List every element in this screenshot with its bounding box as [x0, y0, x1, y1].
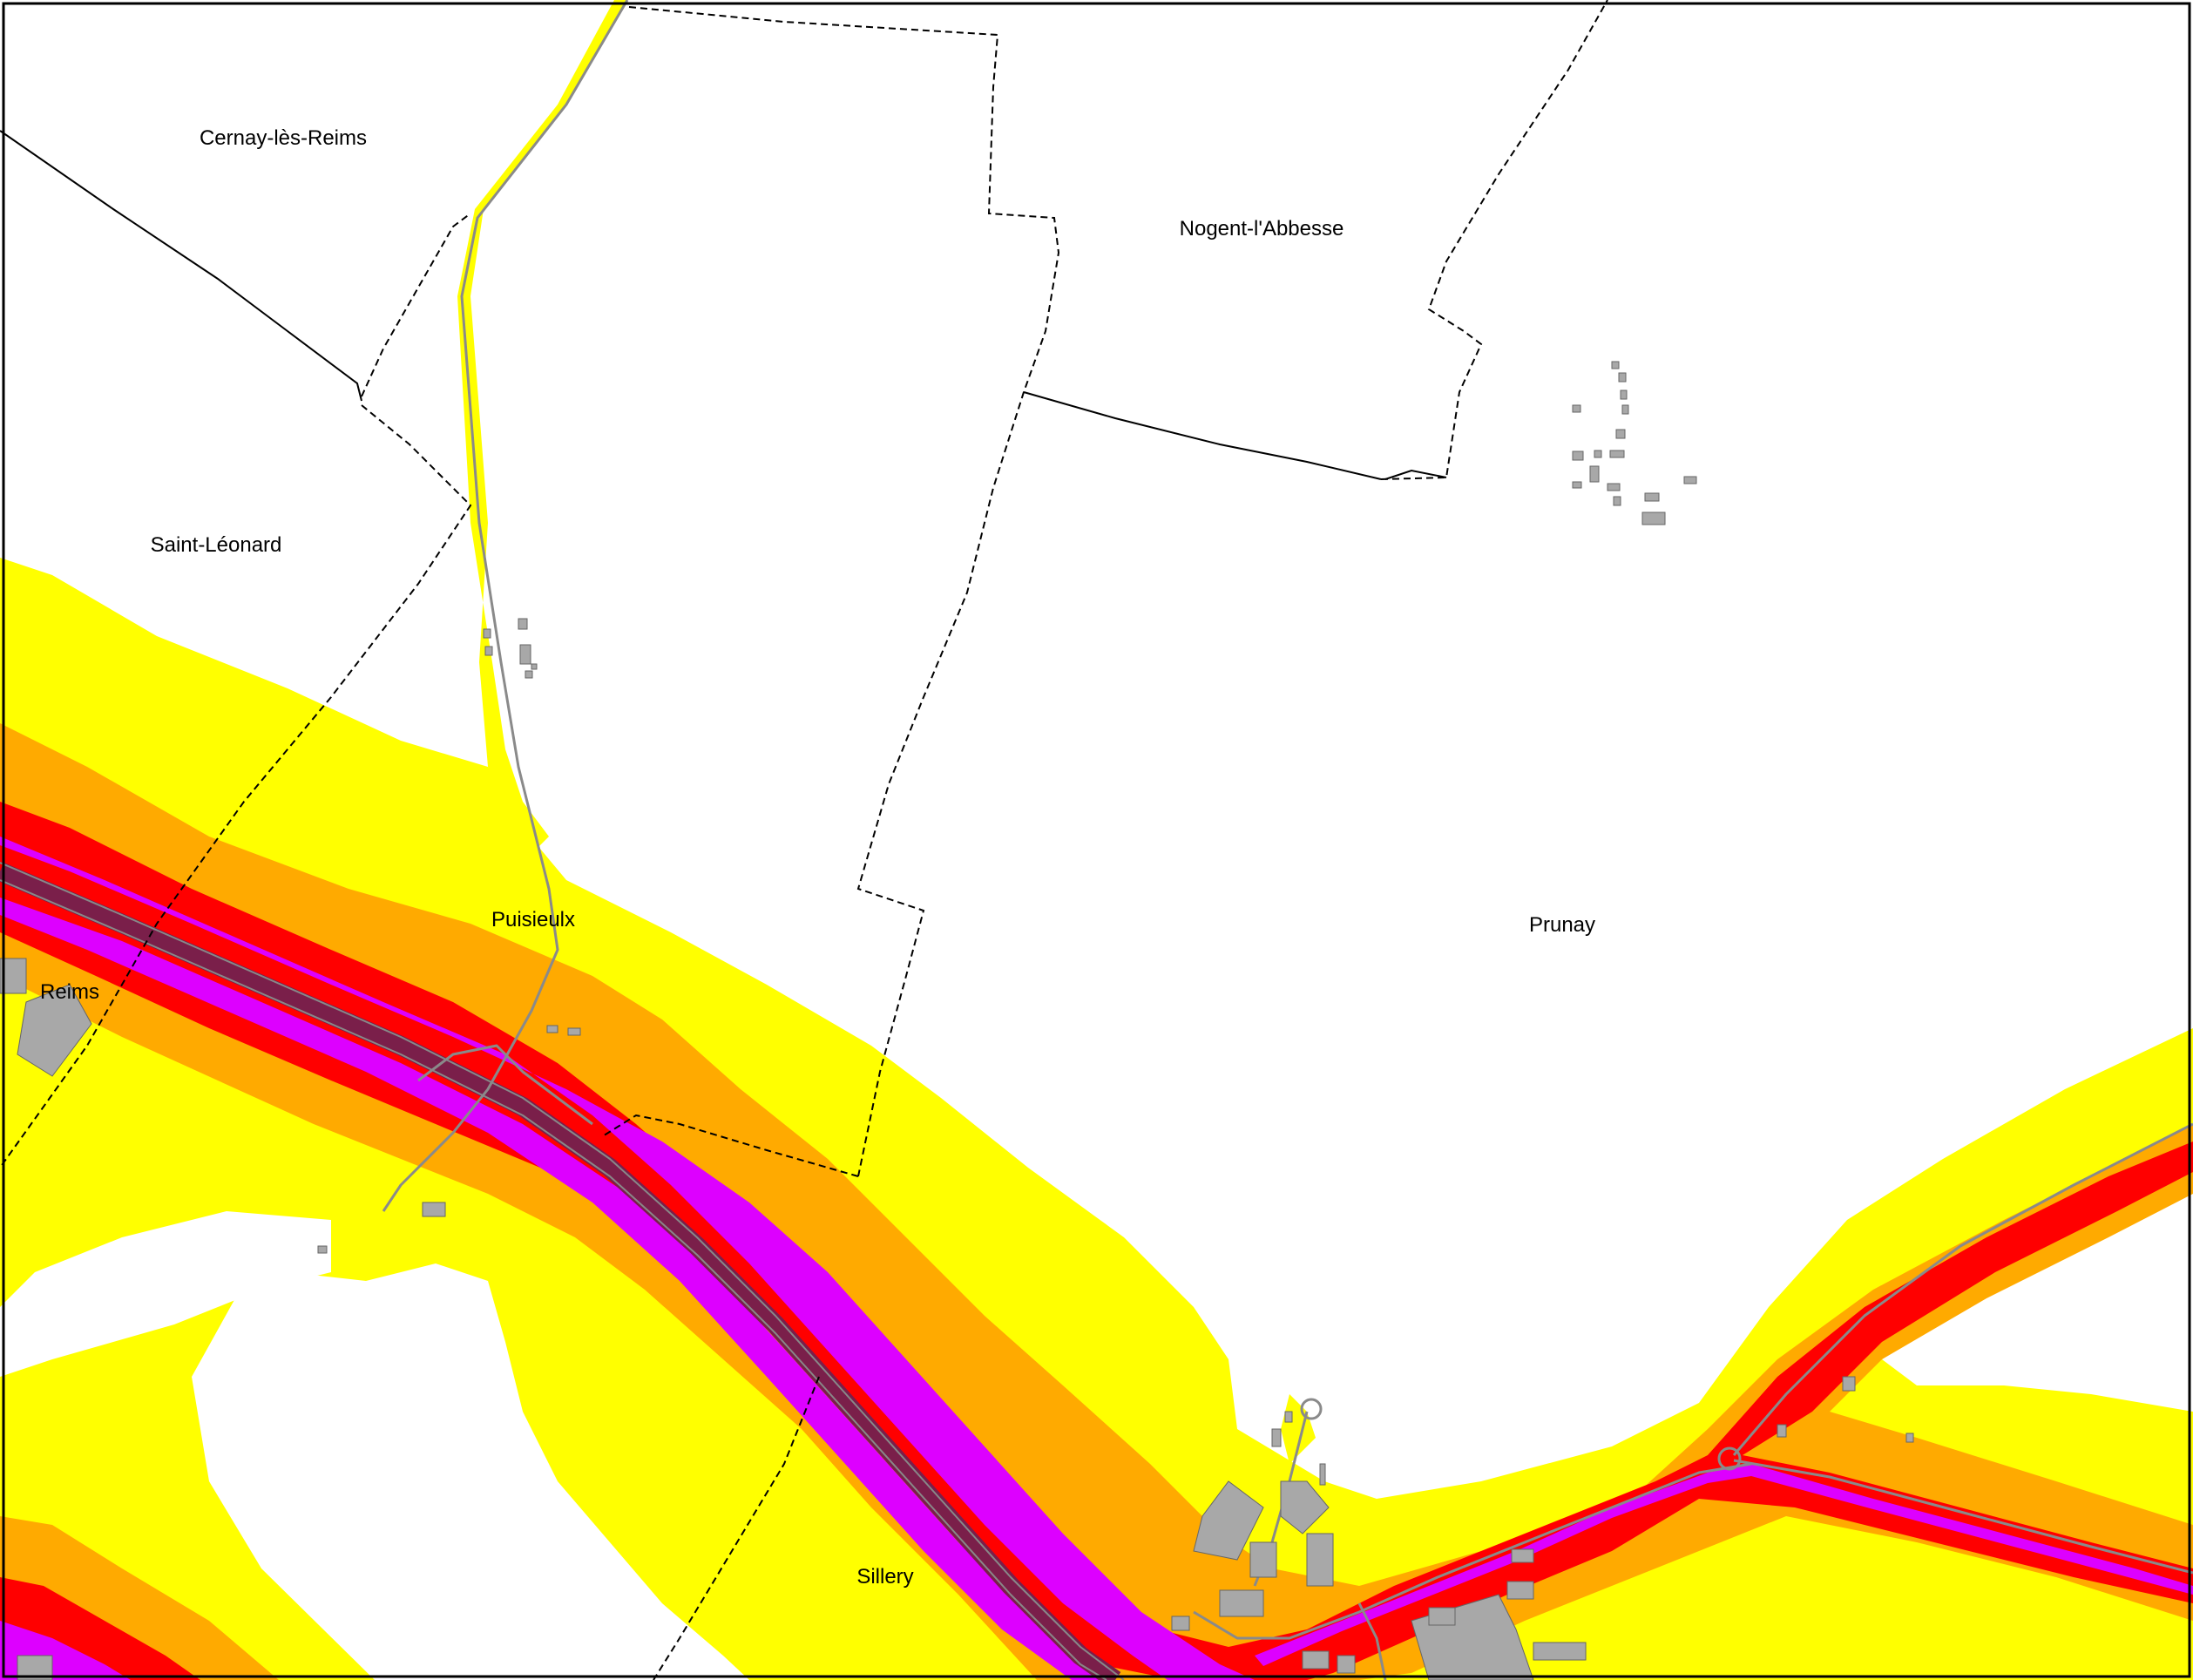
- boundary-line: [600, 1114, 859, 1177]
- building: [1572, 481, 1582, 489]
- building: [518, 618, 528, 630]
- building: [525, 670, 533, 679]
- commune-label-sillery: Sillery: [856, 1565, 913, 1589]
- building: [1533, 1642, 1587, 1661]
- boundary-line: [653, 1376, 820, 1680]
- building: [1777, 1424, 1787, 1438]
- building: [1594, 450, 1602, 458]
- boundary-line: [361, 213, 471, 397]
- building: [1641, 511, 1666, 525]
- building: [1618, 372, 1627, 383]
- commune-label-nogent: Nogent-l'Abbesse: [1180, 217, 1344, 240]
- building: [1302, 1650, 1330, 1670]
- building: [1621, 404, 1629, 415]
- building: [1620, 390, 1628, 400]
- building: [1572, 404, 1581, 413]
- building: [519, 644, 531, 665]
- building: [1572, 450, 1584, 461]
- boundary-line: [1380, 0, 1608, 480]
- building: [1611, 361, 1620, 369]
- motorway: [0, 862, 1125, 1680]
- building: [317, 1245, 328, 1254]
- building: [1337, 1655, 1356, 1674]
- commune-boundaries-dashed: [0, 0, 1608, 1680]
- commune-boundaries: [0, 130, 1447, 480]
- roundabouts: [1300, 1398, 1742, 1471]
- building: [1271, 1428, 1282, 1447]
- building: [1607, 483, 1621, 491]
- building: [531, 663, 538, 670]
- building: [1280, 1480, 1330, 1534]
- commune-label-saint-leonard: Saint-Léonard: [151, 533, 282, 557]
- boundary-line: [1023, 391, 1382, 480]
- commune-label-cernay: Cernay-lès-Reims: [200, 126, 367, 150]
- building: [567, 1027, 581, 1036]
- boundary-line: [1384, 469, 1447, 480]
- building: [484, 646, 493, 656]
- building: [1284, 1411, 1293, 1423]
- building: [1319, 1463, 1326, 1486]
- building: [1683, 476, 1697, 484]
- building: [17, 984, 92, 1077]
- building: [1615, 429, 1626, 439]
- building: [1428, 1607, 1456, 1626]
- commune-label-puisieulx: Puisieulx: [491, 908, 575, 931]
- roads: [382, 0, 2193, 1680]
- commune-labels: Cernay-lès-Reims Nogent-l'Abbesse Saint-…: [40, 126, 1595, 1589]
- building: [1511, 1548, 1534, 1563]
- building: [1506, 1581, 1534, 1600]
- building: [1842, 1376, 1856, 1392]
- building: [1613, 496, 1621, 506]
- building: [422, 1202, 446, 1217]
- building: [1249, 1541, 1277, 1578]
- building: [1609, 450, 1625, 458]
- building: [1193, 1480, 1264, 1561]
- building: [1905, 1433, 1914, 1443]
- building: [1589, 465, 1600, 483]
- building: [546, 1025, 558, 1033]
- building: [1171, 1616, 1190, 1631]
- boundary-line: [0, 404, 472, 1169]
- building: [1306, 1533, 1334, 1587]
- building: [483, 628, 491, 639]
- roundabout-prunay: [1717, 1446, 1742, 1471]
- commune-label-prunay: Prunay: [1529, 913, 1595, 937]
- building: [1219, 1589, 1264, 1617]
- boundary-line: [628, 6, 1060, 1177]
- boundary-line: [0, 130, 362, 402]
- commune-label-reims: Reims: [40, 980, 99, 1004]
- building: [1644, 492, 1660, 502]
- roundabout-sillery: [1300, 1398, 1323, 1420]
